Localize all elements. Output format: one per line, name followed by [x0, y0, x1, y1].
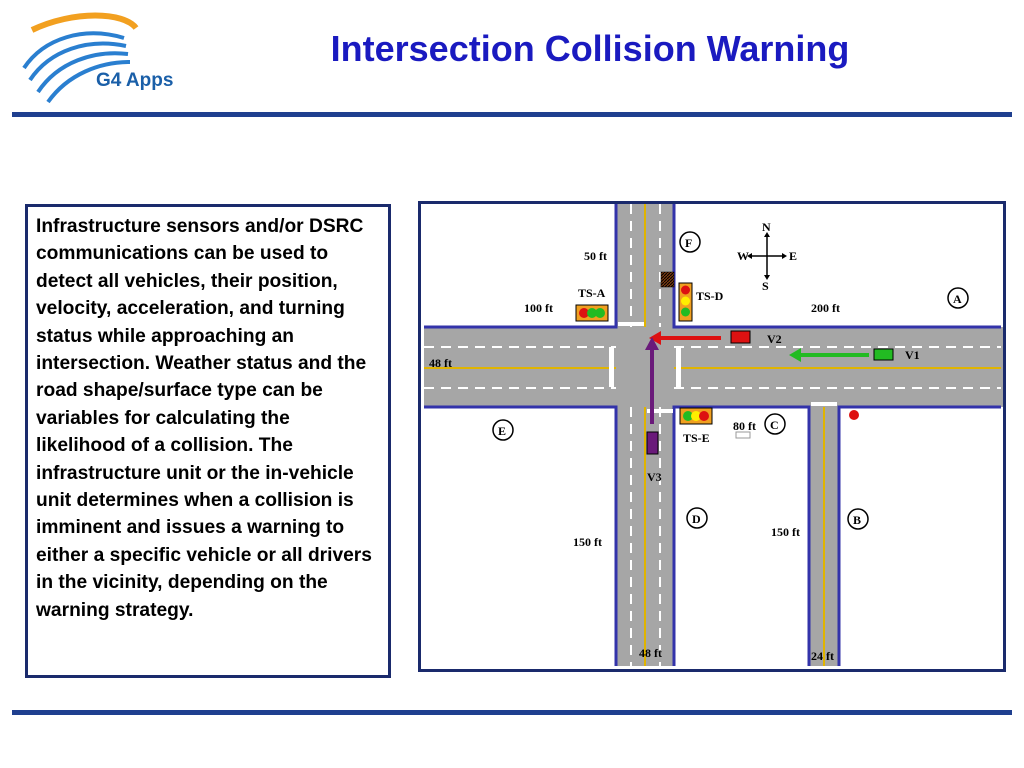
sensor-box [660, 271, 675, 288]
logo-swoosh-1 [30, 12, 139, 33]
v2-arrow [649, 331, 721, 345]
road-curbs [424, 204, 1001, 666]
v3-label: V3 [647, 470, 662, 484]
vehicle-v3 [646, 431, 659, 455]
zone-b-label: B [853, 513, 861, 527]
dim-50ft: 50 ft [584, 249, 607, 263]
page-title: Intersection Collision Warning [330, 28, 850, 69]
ts-d-label: TS-D [696, 289, 724, 303]
zone-a-circle [947, 287, 969, 309]
zone-f-circle [679, 231, 701, 253]
logo-swoosh-5 [46, 60, 131, 104]
red-beacon [849, 410, 859, 420]
vehicle-v1 [873, 348, 894, 361]
intersection-diagram: N S E W F A E C D B TS-A [418, 201, 1006, 672]
logo-swoosh-4 [36, 51, 129, 94]
dim-48ft-bottom: 48 ft [639, 646, 662, 660]
dim-24ft: 24 ft [811, 649, 834, 663]
compass-w: W [737, 249, 749, 263]
dim-100ft: 100 ft [524, 301, 553, 315]
zone-e-circle [492, 419, 514, 441]
compass-e: E [789, 249, 797, 263]
dim-150ft-left: 150 ft [573, 535, 602, 549]
dim-200ft: 200 ft [811, 301, 840, 315]
dim-48ft-left: 48 ft [429, 356, 452, 370]
zone-f-label: F [685, 236, 692, 250]
description-text: Infrastructure sensors and/or DSRC commu… [36, 216, 372, 621]
v1-label: V1 [905, 348, 920, 362]
zone-c-circle [764, 413, 786, 435]
zone-d-circle [686, 507, 708, 529]
logo-swoosh-2 [22, 31, 125, 70]
lane-dashes [424, 204, 1001, 666]
traffic-signal-ts-e [679, 407, 713, 425]
logo-swoosh-3 [28, 41, 127, 82]
ts-e-label: TS-E [683, 431, 710, 445]
v2-label: V2 [767, 332, 782, 346]
ts-a-label: TS-A [578, 286, 606, 300]
compass-n: N [762, 220, 771, 234]
vehicle-v2 [730, 330, 751, 344]
v1-arrow [789, 348, 869, 362]
top-divider [12, 112, 1012, 117]
bottom-divider [12, 710, 1012, 715]
dim-80ft: 80 ft [733, 419, 756, 433]
center-lines [424, 204, 1001, 666]
logo-text: G4 Apps [96, 70, 174, 91]
zone-e-label: E [498, 424, 506, 438]
g4-apps-logo [22, 12, 139, 104]
description-box: Infrastructure sensors and/or DSRC commu… [25, 204, 391, 678]
compass-s: S [762, 279, 769, 293]
zone-a-label: A [953, 292, 962, 306]
zone-markers [492, 231, 969, 530]
traffic-signal-ts-a [575, 304, 609, 322]
zone-c-label: C [770, 418, 779, 432]
traffic-signal-ts-d [678, 282, 693, 322]
v3-arrow [645, 337, 659, 424]
detector-pad [735, 431, 751, 439]
dim-150ft-right: 150 ft [771, 525, 800, 539]
zone-b-circle [847, 508, 869, 530]
stop-bars [609, 322, 837, 413]
compass: N S E W [737, 220, 797, 293]
zone-d-label: D [692, 512, 701, 526]
